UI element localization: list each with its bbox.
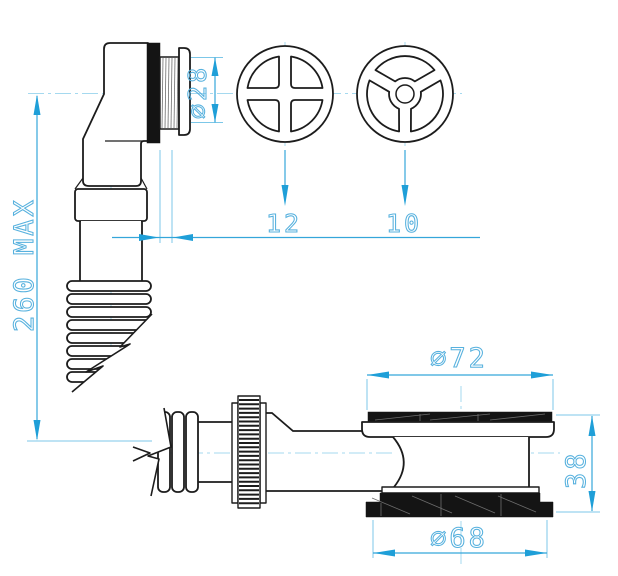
dim-grate-values: 12 10 — [112, 150, 480, 243]
hose-break-line-2 — [147, 407, 172, 497]
dim-diameter-68: ⌀68 — [372, 520, 548, 558]
dim-label-12: 12 — [266, 209, 302, 238]
dim-label-diameter-28: ⌀28 — [183, 65, 212, 119]
grate-cross-view — [236, 45, 334, 143]
cross-grate-outer-rim — [236, 45, 334, 143]
dim-height-38: 38 — [556, 414, 600, 513]
thread-hatching — [161, 57, 179, 129]
vertical-corrugated-hose — [66, 280, 162, 393]
elbow-body — [82, 42, 149, 187]
dim-diameter-72: ⌀72 — [366, 342, 554, 410]
dim-label-diameter-68: ⌀68 — [430, 523, 488, 554]
dim-label-260-max: 260 MAX — [9, 197, 40, 332]
elbow-collar-nut — [74, 188, 148, 222]
knurled-coupling-nut — [231, 395, 267, 509]
knurl-ridges — [239, 399, 259, 505]
outlet-gasket-seal — [146, 42, 161, 144]
pipe-barrel-junction-curve — [392, 436, 405, 488]
grate-wheel-view — [356, 45, 454, 143]
flange-plate — [361, 421, 555, 438]
outlet-end-flange — [178, 47, 191, 136]
pipe-top-edge — [266, 412, 363, 432]
elbow-outlet — [146, 42, 191, 144]
bottom-view-outlet-assembly — [126, 395, 555, 518]
flanged-outlet-fitting — [361, 411, 555, 518]
dim-label-diameter-72: ⌀72 — [430, 343, 488, 374]
wheel-grate-hub-hole — [395, 84, 415, 104]
dim-label-10: 10 — [386, 209, 422, 238]
hose-break-line — [71, 313, 153, 393]
horizontal-corrugated-hose — [126, 407, 232, 497]
dim-label-38: 38 — [561, 450, 592, 489]
dim-260-max: 260 MAX — [8, 94, 152, 442]
side-view-elbow-assembly — [66, 42, 191, 393]
dim-diameter-28: ⌀28 — [182, 57, 223, 123]
bottom-gasket-seal — [365, 492, 554, 518]
washer-band — [381, 486, 540, 494]
